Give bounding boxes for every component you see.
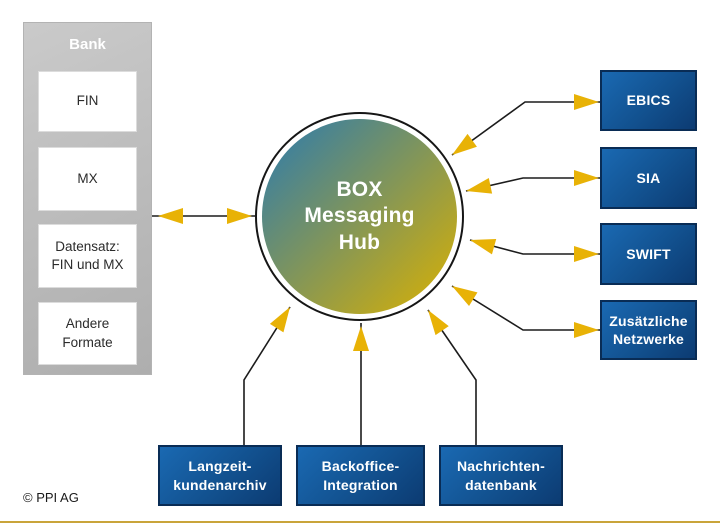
bank-item-fin: FIN — [38, 71, 137, 132]
arrowhead-icon — [466, 178, 493, 194]
arrowhead-icon — [452, 133, 477, 155]
node-zusaetzliche-netzwerke: Zusätzliche Netzwerke — [600, 300, 697, 360]
node-sia: SIA — [600, 147, 697, 209]
footer-rule — [0, 521, 720, 523]
edge-hub-ebics — [451, 101, 600, 156]
edge-hub-netzwerke — [451, 285, 600, 331]
edge-archiv-hub — [243, 306, 291, 445]
node-nachrichten-datenbank: Nachrichten- datenbank — [439, 445, 563, 506]
edge-datenbank-hub — [427, 309, 477, 445]
hub-gradient-circle: BOX Messaging Hub — [262, 119, 457, 314]
arrowhead-icon — [227, 208, 252, 224]
node-langzeit-kundenarchiv: Langzeit- kundenarchiv — [158, 445, 282, 506]
hub-label: BOX Messaging Hub — [304, 178, 415, 254]
node-backoffice-integration: Backoffice- Integration — [296, 445, 425, 506]
arrowhead-icon — [574, 94, 599, 110]
edge-hub-sia — [465, 177, 600, 192]
bank-item-andere-formate: Andere Formate — [38, 302, 137, 365]
bank-panel-title: Bank — [69, 36, 106, 53]
bank-item-mx: MX — [38, 147, 137, 211]
arrowhead-icon — [158, 208, 183, 224]
arrowhead-icon — [574, 322, 599, 338]
node-swift: SWIFT — [600, 223, 697, 285]
bank-item-datensatz: Datensatz: FIN und MX — [38, 224, 137, 288]
arrowhead-icon — [470, 238, 497, 255]
arrowhead-icon — [428, 310, 449, 336]
edge-hub-swift — [469, 239, 600, 255]
bank-panel: Bank FIN MX Datensatz: FIN und MX Andere… — [23, 22, 152, 375]
arrowhead-icon — [574, 246, 599, 262]
hub-node: BOX Messaging Hub — [255, 112, 464, 321]
arrowhead-icon — [269, 307, 290, 333]
node-ebics: EBICS — [600, 70, 697, 131]
arrowhead-icon — [574, 170, 599, 186]
arrowhead-icon — [353, 326, 369, 351]
copyright-label: © PPI AG — [23, 490, 79, 505]
arrowhead-icon — [452, 286, 478, 306]
